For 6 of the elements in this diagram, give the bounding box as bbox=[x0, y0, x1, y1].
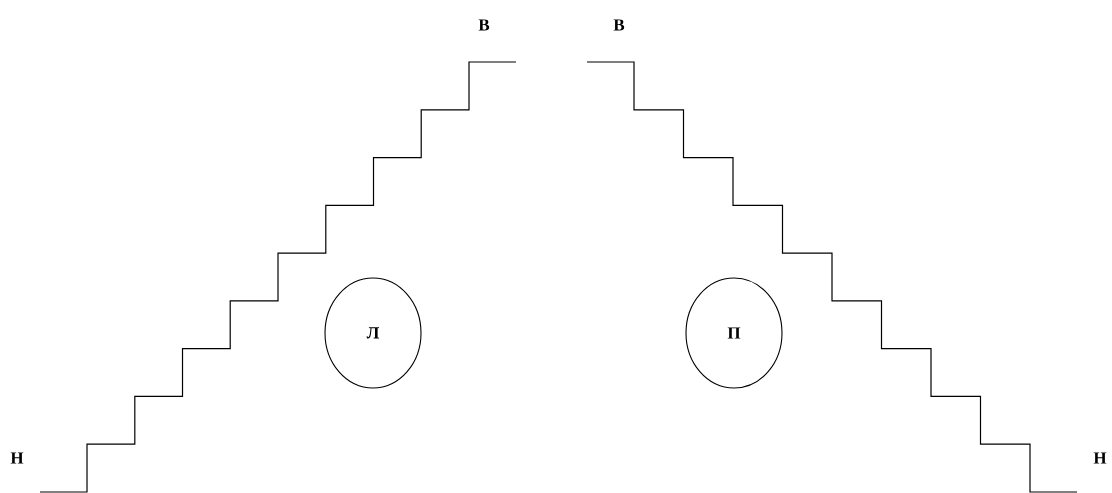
letter-label: Н bbox=[10, 452, 24, 464]
staircase-line bbox=[586, 61, 1078, 493]
letter-label: Н bbox=[1093, 452, 1107, 464]
staircase-line bbox=[39, 61, 517, 493]
letter-label: В bbox=[478, 19, 490, 31]
letter-label: В bbox=[613, 19, 625, 31]
